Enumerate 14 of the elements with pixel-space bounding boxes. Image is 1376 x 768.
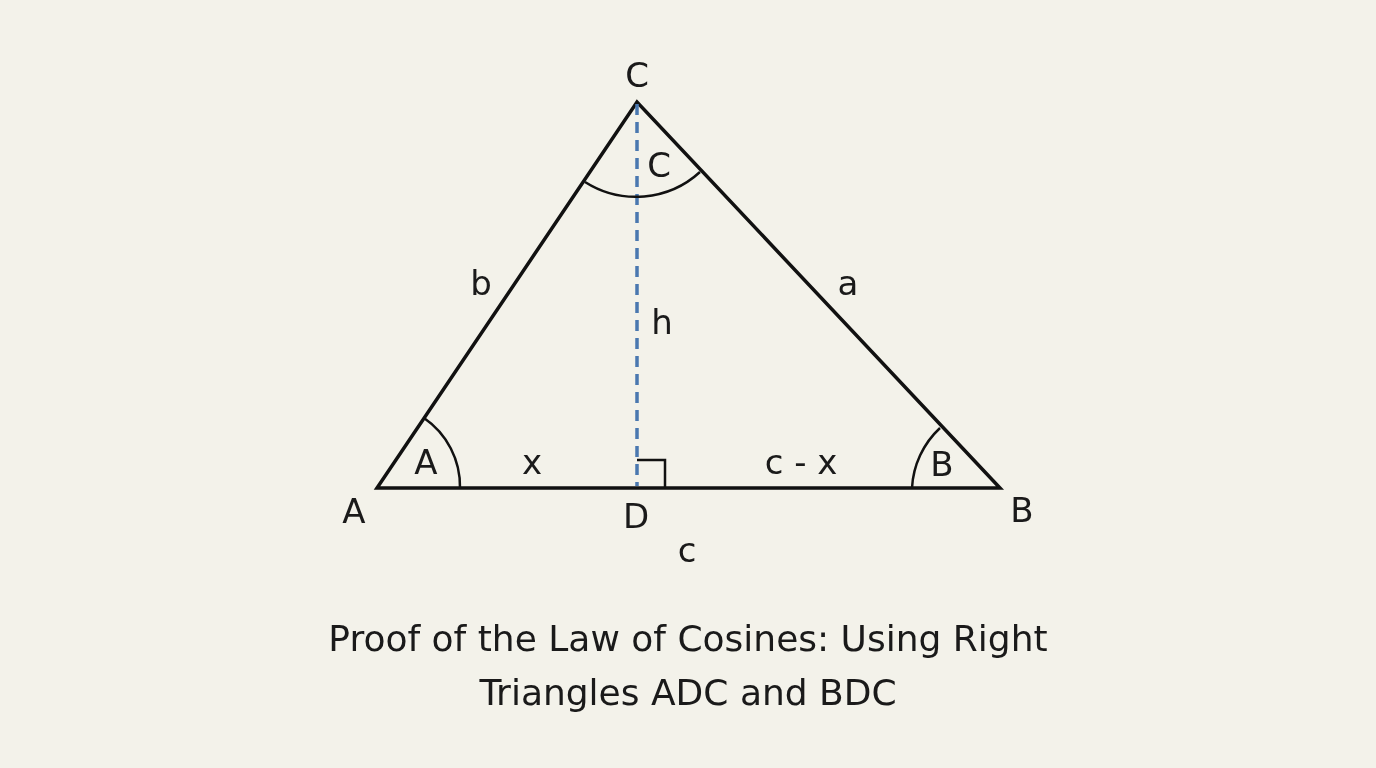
angle-label: C (647, 148, 671, 182)
side-label: c (677, 533, 697, 567)
vertex-label: C (625, 58, 649, 92)
height-label: h (651, 305, 673, 339)
segment-label: x (521, 445, 543, 479)
vertex-label: A (342, 494, 366, 528)
side-label: b (470, 266, 492, 300)
vertex-label: B (1010, 493, 1034, 527)
caption: Proof of the Law of Cosines: Using Right Triangles ADC and BDC (327, 617, 1049, 715)
side-label: a (837, 266, 859, 300)
segment-label: c - x (764, 445, 838, 479)
vertex-label: D (622, 499, 650, 533)
angle-label: A (414, 445, 438, 479)
angle-label: B (930, 447, 954, 481)
